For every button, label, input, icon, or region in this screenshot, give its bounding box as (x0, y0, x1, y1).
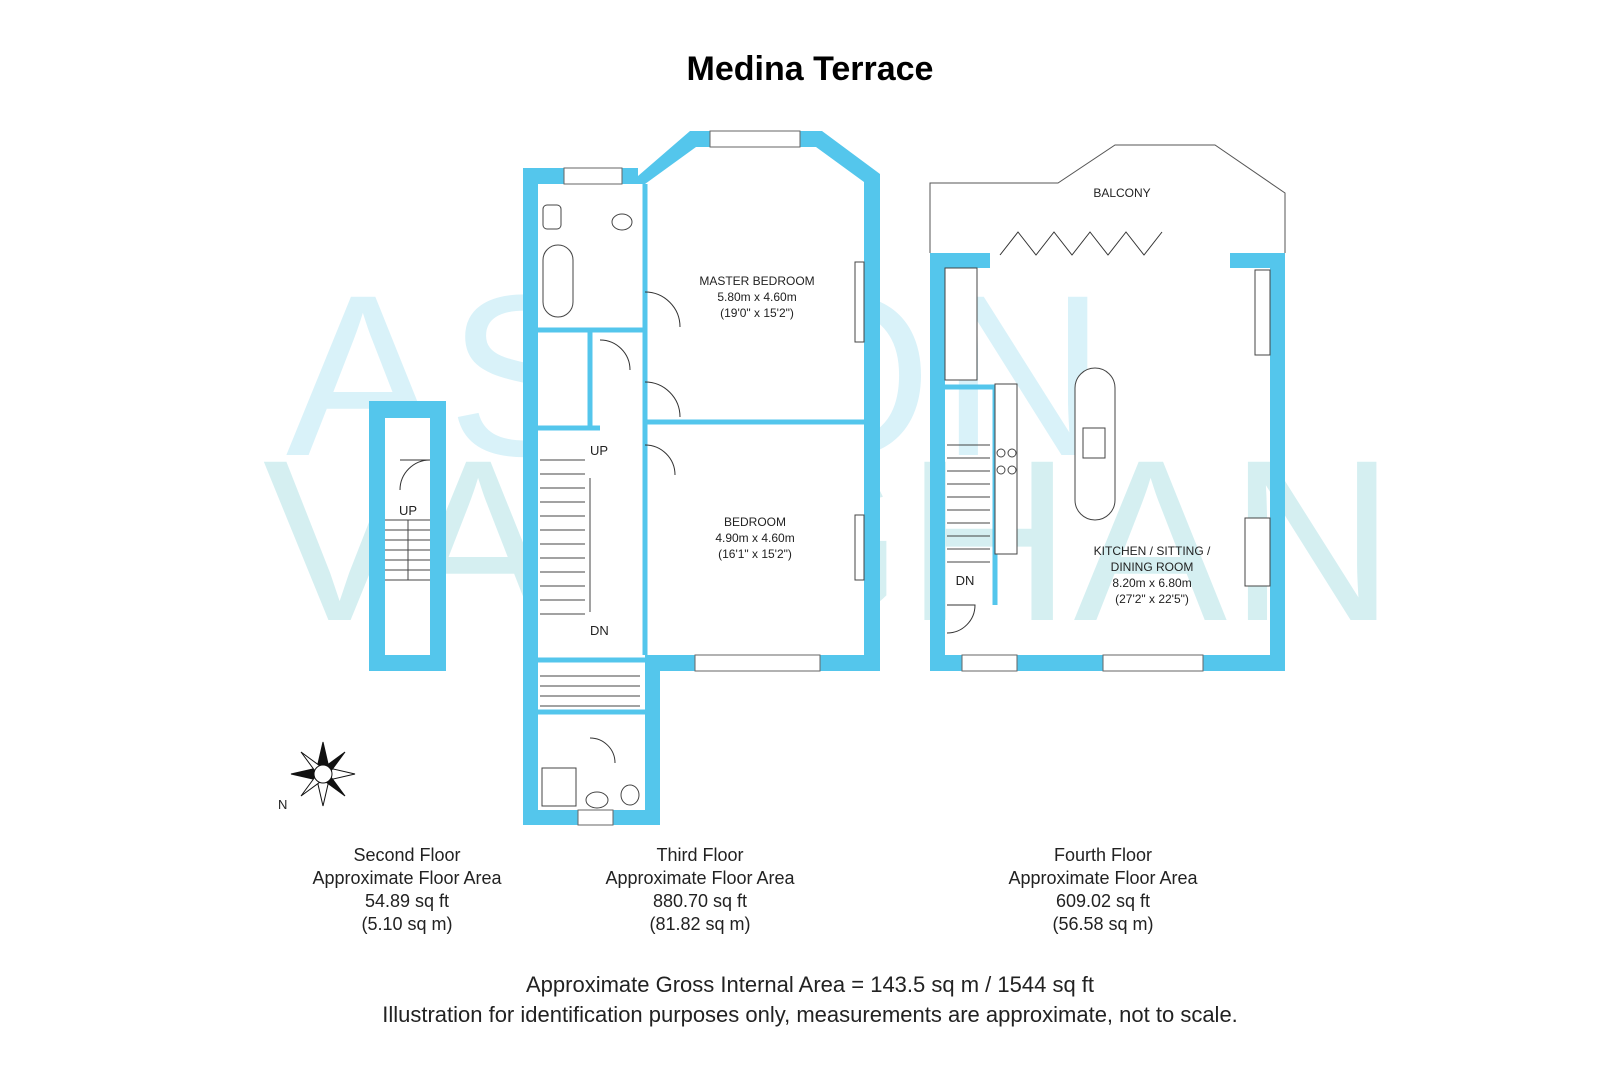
kitchen-units (994, 383, 1018, 555)
floor-area-sqm: (81.82 sq m) (649, 914, 750, 934)
page-title: Medina Terrace (687, 50, 934, 88)
stairs (947, 444, 990, 563)
second-floor-plan: UP (369, 401, 446, 671)
windows (563, 130, 821, 826)
third-floor-interior (538, 147, 864, 810)
fourth-floor-plan: DN BALCONY KITCHEN / SITTING / DINING RO… (929, 144, 1286, 672)
balcony-outline (929, 144, 1286, 253)
radiator-bedroom (854, 514, 865, 581)
master-bedroom-name: MASTER BEDROOM (699, 274, 814, 288)
kitchen-metric: 8.20m x 6.80m (1112, 576, 1191, 590)
third-floor-caption: Third Floor Approximate Floor Area 880.7… (605, 845, 795, 934)
master-bedroom-imperial: (19'0" x 15'2") (720, 306, 794, 320)
shower-tray (541, 767, 577, 807)
bedroom-name: BEDROOM (724, 515, 786, 529)
master-bedroom-metric: 5.80m x 4.60m (717, 290, 796, 304)
third-floor-interior-walls (538, 184, 864, 715)
disclaimer: Illustration for identification purposes… (382, 1002, 1238, 1027)
wc (611, 213, 633, 231)
sink-unit (1244, 517, 1271, 587)
floor-name: Fourth Floor (1054, 845, 1152, 865)
floor-name: Second Floor (353, 845, 460, 865)
door-swing (399, 459, 431, 491)
bedroom-imperial: (16'1" x 15'2") (718, 547, 792, 561)
floor-area-sqft: 609.02 sq ft (1056, 891, 1150, 911)
wc-lower (620, 784, 640, 806)
third-floor-plan: UP DN MASTER BEDROOM 5.80m x 4.60m (19'0… (523, 130, 880, 826)
compass-rose: N (278, 741, 356, 812)
compass-icon (290, 741, 356, 807)
balcony-label: BALCONY (1093, 186, 1150, 200)
fourth-floor-caption: Fourth Floor Approximate Floor Area 609.… (1008, 845, 1198, 934)
floor-area-caption: Approximate Floor Area (605, 868, 795, 888)
compass-north-label: N (278, 797, 287, 812)
third-floor-dn-label: DN (590, 623, 609, 638)
fourth-floor-dn-label: DN (956, 573, 975, 588)
second-floor-caption: Second Floor Approximate Floor Area 54.8… (312, 845, 502, 934)
kitchen-imperial: (27'2" x 22'5") (1115, 592, 1189, 606)
basin-lower (585, 791, 609, 809)
bathroom-fixtures (541, 204, 865, 809)
hob (996, 448, 1017, 475)
wardrobe (944, 267, 978, 381)
radiator-master (854, 261, 865, 343)
second-floor-up-label: UP (399, 503, 417, 518)
floor-area-caption: Approximate Floor Area (1008, 868, 1198, 888)
kitchen-name-line1: KITCHEN / SITTING / (1094, 544, 1211, 558)
bath-tub (542, 244, 574, 318)
radiator-kitchen (1254, 269, 1271, 356)
floor-area-sqm: (56.58 sq m) (1052, 914, 1153, 934)
bifold-doors (999, 231, 1163, 256)
kitchen-name-line2: DINING ROOM (1111, 560, 1194, 574)
stairs (540, 459, 640, 707)
floor-name: Third Floor (656, 845, 743, 865)
windows (961, 654, 1204, 672)
stairs (385, 519, 430, 581)
floor-area-caption: Approximate Floor Area (312, 868, 502, 888)
floor-area-sqm: (5.10 sq m) (361, 914, 452, 934)
third-floor-up-label: UP (590, 443, 608, 458)
basin (542, 204, 562, 230)
floor-area-sqft: 880.70 sq ft (653, 891, 747, 911)
island-sink (1082, 427, 1106, 459)
floor-area-sqft: 54.89 sq ft (365, 891, 449, 911)
door-swings (589, 291, 681, 764)
door-swing (946, 604, 976, 634)
bedroom-metric: 4.90m x 4.60m (715, 531, 794, 545)
gross-internal-area: Approximate Gross Internal Area = 143.5 … (526, 972, 1094, 997)
